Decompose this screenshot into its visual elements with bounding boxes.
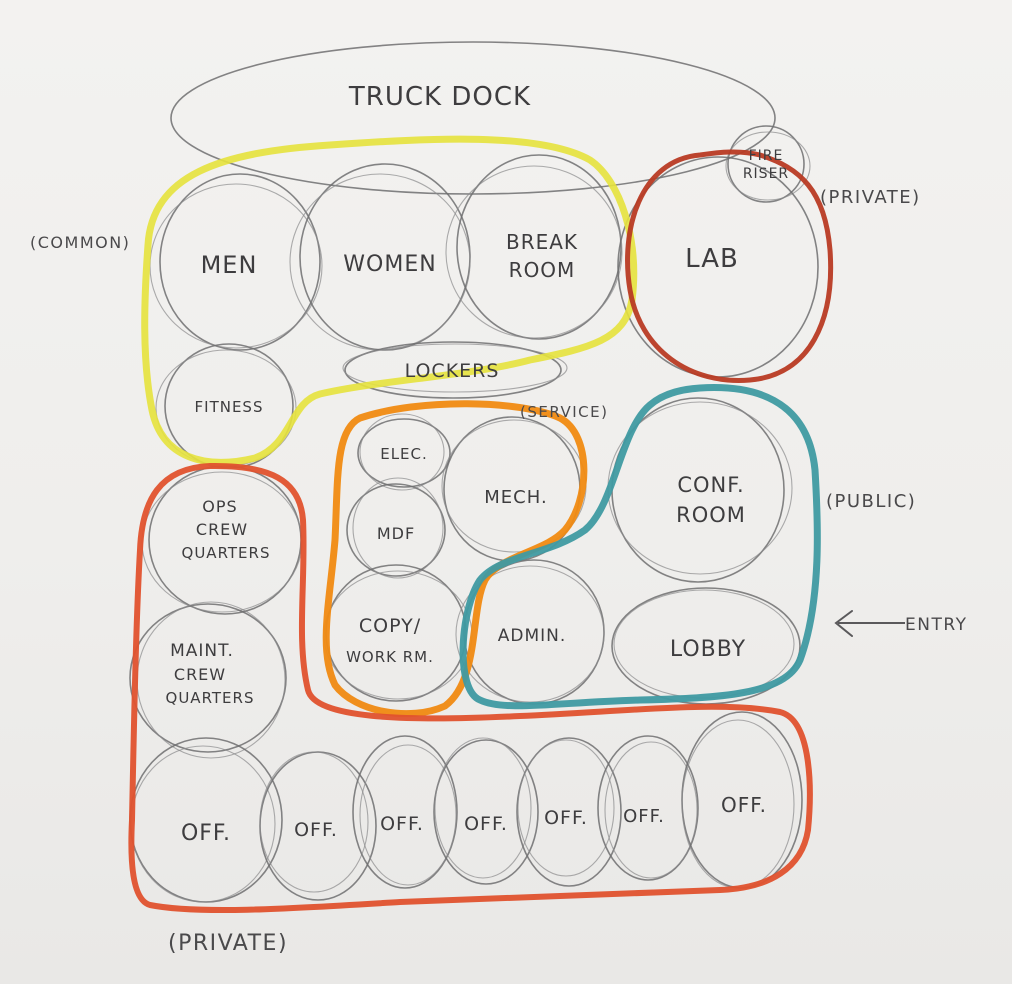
zone-lab-outline — [625, 149, 834, 383]
room-label-mdf: MDF — [377, 524, 415, 543]
office-label: OFF. — [623, 806, 665, 827]
zone-public-outline — [459, 384, 821, 710]
entry-label: ENTRY — [905, 615, 967, 635]
zone-label-service: (SERVICE) — [520, 403, 608, 421]
room-label-fitness: FITNESS — [195, 398, 264, 416]
entry-arrow: ENTRY — [834, 610, 967, 637]
room-label-maint-3: QUARTERS — [166, 689, 255, 707]
zone-private-outline — [128, 462, 813, 914]
room-label-conf-2: ROOM — [676, 503, 746, 527]
zone-label-private-top: (PRIVATE) — [820, 187, 921, 208]
office-label: OFF. — [380, 813, 424, 835]
room-label-ops-1: OPS — [202, 497, 237, 516]
room-label-fire-riser-2: RISER — [743, 166, 789, 182]
truck-dock-label: TRUCK DOCK — [348, 82, 531, 112]
room-label-conf-1: CONF. — [677, 473, 744, 497]
zone-labels: (COMMON) (PRIVATE) (SERVICE) (PUBLIC) (P… — [30, 187, 921, 956]
zone-label-public: (PUBLIC) — [826, 491, 916, 512]
zone-outlines — [128, 135, 834, 914]
truck-dock: TRUCK DOCK — [170, 41, 776, 195]
room-label-lab: LAB — [685, 244, 739, 274]
room-label-break-room-1: BREAK — [506, 230, 578, 254]
zone-common-outline — [141, 135, 638, 466]
room-label-maint-2: CREW — [174, 665, 226, 684]
room-label-women: WOMEN — [343, 252, 436, 277]
room-label-ops-3: QUARTERS — [182, 544, 271, 562]
room-label-fire-riser-1: FIRE — [749, 148, 784, 164]
room-label-elec: ELEC. — [380, 445, 428, 463]
zone-service-outline — [322, 400, 588, 718]
room-label-lobby: LOBBY — [670, 637, 746, 662]
office-label: OFF. — [181, 821, 231, 846]
office-label: OFF. — [464, 813, 508, 835]
room-label-lockers: LOCKERS — [405, 360, 500, 382]
office-label: OFF. — [721, 793, 767, 817]
office-label: OFF. — [294, 819, 338, 841]
room-label-admin: ADMIN. — [498, 626, 567, 646]
room-label-men: MEN — [201, 251, 258, 279]
room-label-copy-2: WORK RM. — [346, 648, 434, 666]
room-label-ops-2: CREW — [196, 520, 248, 539]
zone-label-common: (COMMON) — [30, 233, 130, 252]
arrow-head-icon — [834, 610, 853, 637]
room-labels: FIRE RISER MEN WOMEN BREAK ROOM LAB LOCK… — [166, 148, 789, 846]
zone-label-private-bottom: (PRIVATE) — [168, 931, 288, 956]
office-label: OFF. — [544, 807, 588, 829]
room-label-mech: MECH. — [484, 487, 547, 508]
room-label-maint-1: MAINT. — [170, 641, 234, 661]
room-label-break-room-2: ROOM — [509, 258, 576, 282]
room-label-copy-1: COPY/ — [359, 615, 421, 637]
